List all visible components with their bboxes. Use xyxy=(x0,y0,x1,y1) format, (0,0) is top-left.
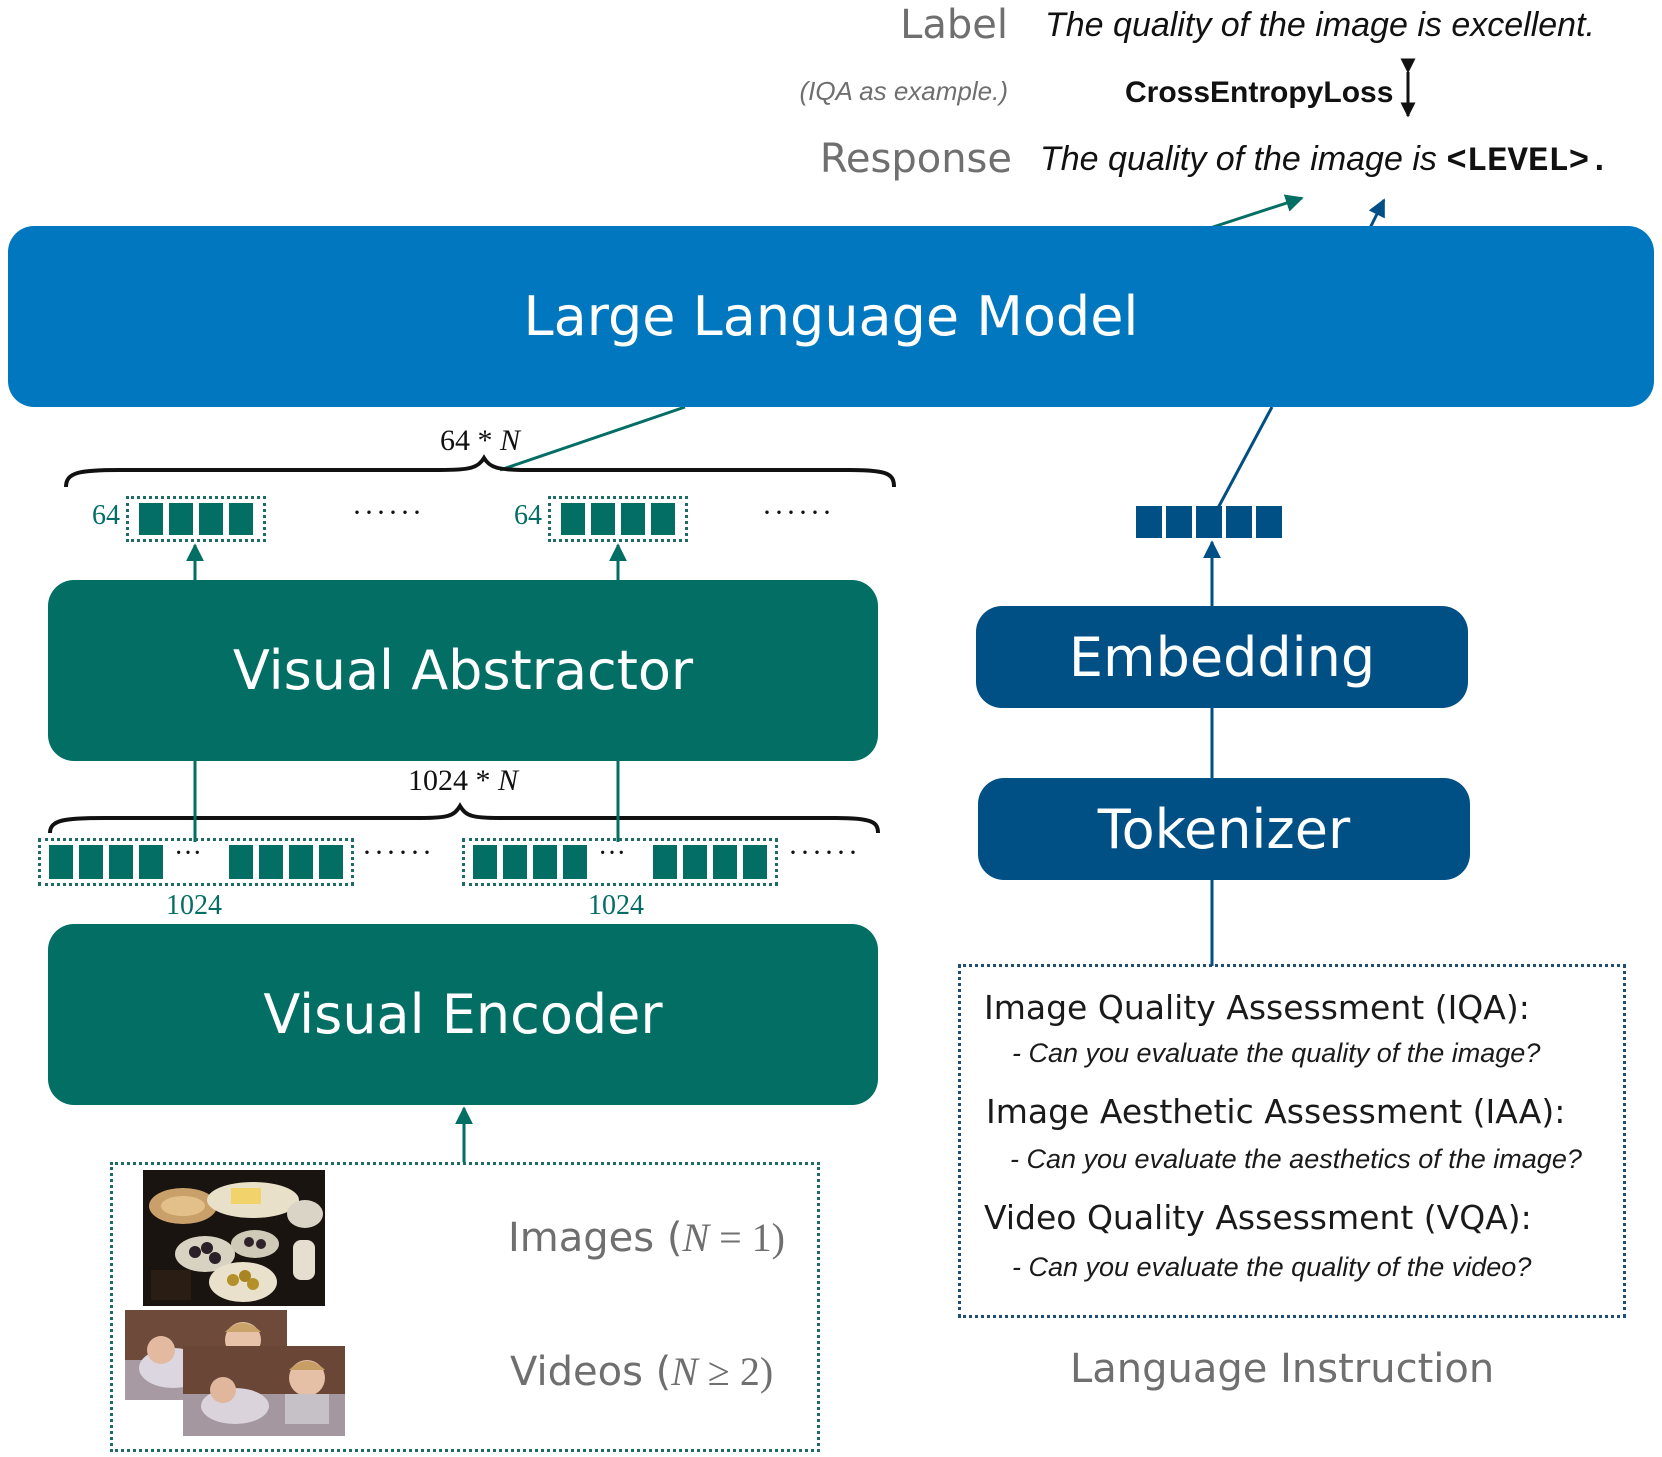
encoder-token-cells-1 xyxy=(49,845,343,879)
visual-input-box xyxy=(110,1162,820,1452)
videos-var: N xyxy=(671,1349,698,1394)
encoder-brace-label: 1024 * N xyxy=(408,764,518,798)
task-vqa-title: Video Quality Assessment (VQA): xyxy=(984,1198,1532,1237)
encoder-ellipsis-2: ······ xyxy=(788,836,860,869)
abstract-token-cells-2 xyxy=(561,503,675,535)
task-iqa-title: Image Quality Assessment (IQA): xyxy=(984,988,1530,1027)
abstract-group-size-2: 64 xyxy=(514,500,542,531)
abstract-ellipsis-2: ······ xyxy=(762,496,834,529)
visual-tokens-to-llm-line xyxy=(499,405,686,472)
level-token: <LEVEL>. xyxy=(1446,143,1610,181)
videos-input-label: Videos (N ≥ 2) xyxy=(510,1348,773,1395)
text-token-cells xyxy=(1136,506,1282,538)
task-iaa-question: - Can you evaluate the aesthetics of the… xyxy=(1010,1144,1582,1174)
sample-image-thumbnail xyxy=(143,1170,325,1306)
abstract-brace-num: 64 * xyxy=(440,424,500,457)
tokenizer-block: Tokenizer xyxy=(978,778,1470,880)
encoder-brace xyxy=(48,802,880,834)
abstract-token-group-2 xyxy=(548,496,688,542)
videos-prefix: Videos ( xyxy=(510,1349,672,1395)
visual-encoder-block: Visual Encoder xyxy=(48,924,878,1105)
cross-entropy-loss-label: CrossEntropyLoss xyxy=(1125,76,1394,109)
abstract-token-cells-1 xyxy=(139,503,253,535)
encoder-inner-ellipsis-1: ··· xyxy=(174,838,202,869)
images-var: N xyxy=(682,1215,710,1260)
images-prefix: Images ( xyxy=(508,1215,683,1261)
iqa-example-note: (IQA as example.) xyxy=(799,76,1008,106)
task-vqa-question: - Can you evaluate the quality of the vi… xyxy=(1012,1252,1532,1282)
encoder-inner-ellipsis-2: ··· xyxy=(598,838,626,869)
abstract-token-group-1 xyxy=(126,496,266,542)
encoder-token-cells-2 xyxy=(473,845,767,879)
task-iaa-title: Image Aesthetic Assessment (IAA): xyxy=(986,1092,1566,1131)
encoder-brace-var: N xyxy=(498,764,519,797)
abstract-group-size-1: 64 xyxy=(92,500,120,531)
language-instruction-caption: Language Instruction xyxy=(1070,1346,1495,1392)
abstract-brace-var: N xyxy=(500,424,521,457)
encoder-token-group-2 xyxy=(462,838,778,886)
text-tokens-to-llm-line xyxy=(1216,406,1274,509)
label-sentence: The quality of the image is excellent. xyxy=(1045,6,1595,44)
abstract-brace-label: 64 * N xyxy=(440,424,520,458)
visual-abstractor-block: Visual Abstractor xyxy=(48,580,878,761)
llm-to-level-arrow xyxy=(1368,198,1386,229)
large-language-model-block: Large Language Model xyxy=(8,226,1654,407)
language-instruction-box xyxy=(958,964,1626,1318)
images-suffix: = 1) xyxy=(709,1215,786,1260)
response-text: The quality of the image is xyxy=(1040,140,1447,178)
abstract-ellipsis-1: ······ xyxy=(352,496,424,529)
llm-to-response-arrow xyxy=(1209,194,1304,230)
images-input-label: Images (N = 1) xyxy=(508,1214,785,1261)
task-iqa-question: - Can you evaluate the quality of the im… xyxy=(1012,1038,1541,1068)
encoder-group-size-1: 1024 xyxy=(166,890,222,921)
response-sentence: The quality of the image is <LEVEL>. xyxy=(1040,140,1610,181)
sample-video-frame-2 xyxy=(183,1346,345,1436)
abstract-brace xyxy=(64,454,896,488)
videos-suffix: ≥ 2) xyxy=(697,1349,774,1394)
label-word: Label xyxy=(900,2,1008,48)
encoder-token-group-1 xyxy=(38,838,354,886)
encoder-group-size-2: 1024 xyxy=(588,890,644,921)
embedding-block: Embedding xyxy=(976,606,1468,708)
response-word: Response xyxy=(819,136,1012,182)
encoder-ellipsis-1: ······ xyxy=(362,836,434,869)
encoder-brace-num: 1024 * xyxy=(408,764,498,797)
